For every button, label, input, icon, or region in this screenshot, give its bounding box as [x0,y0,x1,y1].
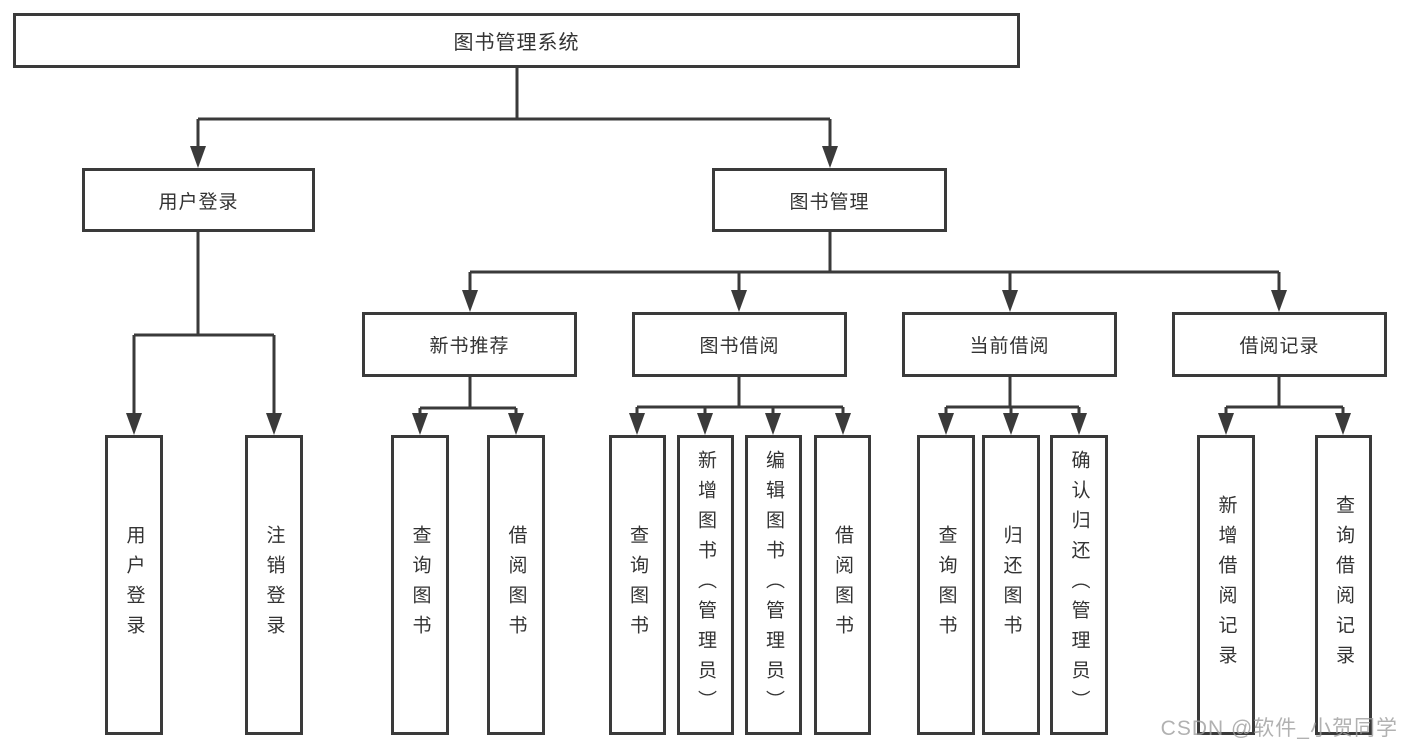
arrowhead-icon [822,146,838,168]
connector-root-to-level2 [190,68,838,168]
leaf-record-query: 查询借阅记录 [1315,435,1372,735]
node-new-book-recommend: 新书推荐 [362,312,577,377]
node-book-borrow: 图书借阅 [632,312,847,377]
arrowhead-icon [1002,290,1018,312]
leaf-newbook-query: 查询图书 [391,435,449,735]
connector-new-book-to-leaves [412,377,524,435]
csdn-watermark: CSDN @软件_小贺同学 [1160,717,1398,740]
connector-book-borrow-to-leaves [629,377,851,435]
leaf-current-return: 归还图书 [982,435,1040,735]
arrowhead-icon [1071,413,1087,435]
connector-borrow-record-to-leaves [1218,377,1351,435]
leaf-current-confirm-admin: 确认归还（管理员） [1050,435,1108,735]
arrowhead-icon [938,413,954,435]
arrowhead-icon [1003,413,1019,435]
leaf-current-query: 查询图书 [917,435,975,735]
arrowhead-icon [629,413,645,435]
connector-user-login-to-leaves [126,232,282,435]
arrowhead-icon [765,413,781,435]
arrowhead-icon [508,413,524,435]
arrowhead-icon [731,290,747,312]
arrowhead-icon [266,413,282,435]
arrowhead-icon [412,413,428,435]
arrowhead-icon [462,290,478,312]
leaf-borrow-query: 查询图书 [609,435,666,735]
node-library-system: 图书管理系统 [13,13,1020,68]
leaf-borrow-add-admin: 新增图书（管理员） [677,435,734,735]
arrowhead-icon [1218,413,1234,435]
arrowhead-icon [1335,413,1351,435]
node-user-login: 用户登录 [82,168,315,232]
arrowhead-icon [1271,290,1287,312]
leaf-user-login: 用户登录 [105,435,163,735]
arrowhead-icon [190,146,206,168]
node-current-borrow: 当前借阅 [902,312,1117,377]
leaf-borrow-borrow: 借阅图书 [814,435,871,735]
leaf-record-add: 新增借阅记录 [1197,435,1255,735]
node-borrow-record: 借阅记录 [1172,312,1387,377]
node-book-management: 图书管理 [712,168,947,232]
connector-book-mgmt-to-level3 [462,232,1287,312]
leaf-newbook-borrow: 借阅图书 [487,435,545,735]
arrowhead-icon [697,413,713,435]
leaf-logout: 注销登录 [245,435,303,735]
leaf-borrow-edit-admin: 编辑图书（管理员） [745,435,802,735]
arrowhead-icon [126,413,142,435]
connector-current-borrow-to-leaves [938,377,1087,435]
arrowhead-icon [835,413,851,435]
